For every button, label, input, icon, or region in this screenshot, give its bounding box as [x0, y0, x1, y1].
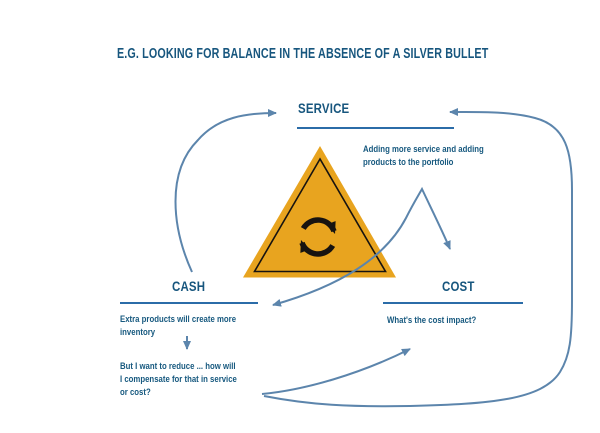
cost-note: What's the cost impact? [387, 315, 477, 326]
cost-underline [383, 302, 523, 304]
node-label-service: SERVICE [298, 101, 350, 116]
page-title: E.G. LOOKING FOR BALANCE IN THE ABSENCE … [117, 46, 489, 62]
arrow-cash-to-service [174, 109, 277, 273]
service-note: Adding more service and adding products … [363, 144, 484, 168]
cash-underline [120, 302, 258, 304]
node-label-cost: COST [442, 279, 475, 294]
cash-note-reduce: But I want to reduce ... how will I comp… [120, 361, 237, 398]
service-underline [297, 127, 454, 129]
cash-note-inventory: Extra products will create more inventor… [120, 314, 237, 338]
arrow-cash-cost-balance [272, 186, 451, 307]
node-label-cash: CASH [172, 279, 206, 294]
cycle-arrows-icon [299, 217, 337, 257]
warning-triangle-inner-border [253, 157, 387, 273]
